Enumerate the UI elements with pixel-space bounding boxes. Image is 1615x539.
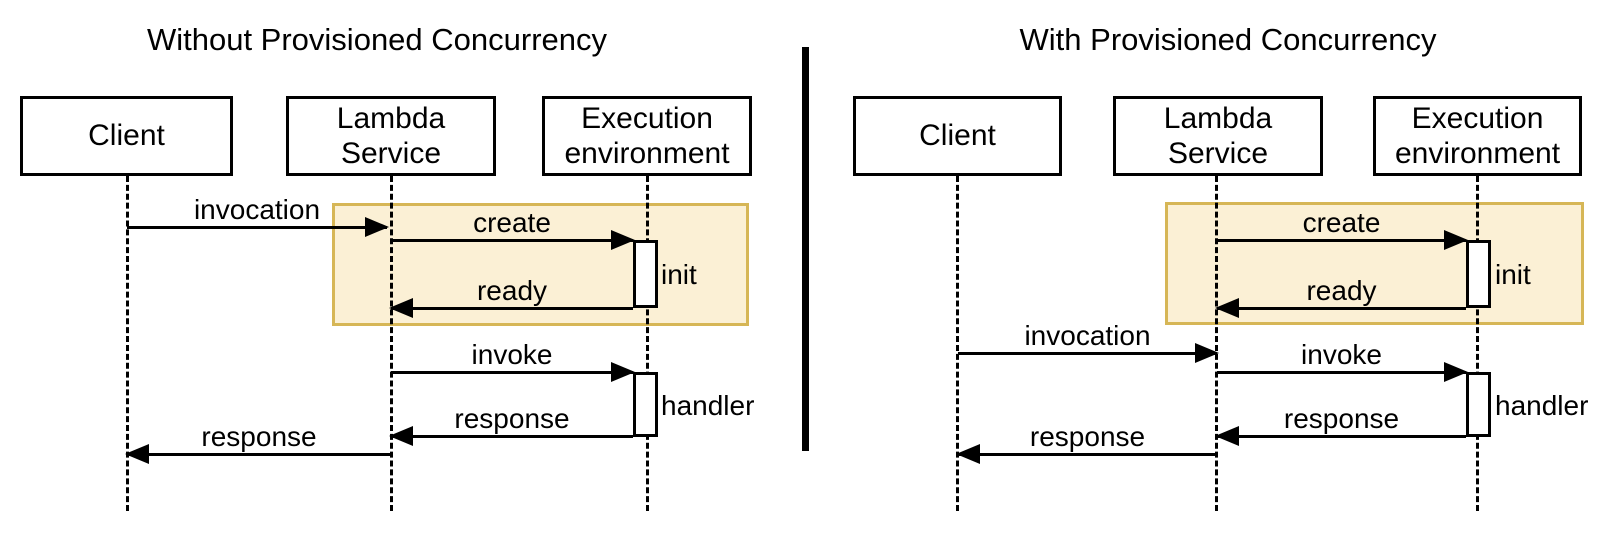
actor-label: Client (919, 119, 996, 153)
arrow-line (391, 370, 633, 374)
actor-label: Client (88, 119, 165, 153)
arrowhead-icon (1195, 343, 1219, 363)
message-label: ready (476, 275, 548, 306)
message-label: response (454, 403, 570, 434)
arrow-line (391, 238, 633, 242)
message-label: response (201, 421, 317, 452)
message-label: response (1283, 403, 1400, 434)
arrow-line (391, 306, 633, 310)
arrow-line (391, 434, 633, 438)
activation-handler-label: handler (1495, 390, 1589, 421)
diagram-title: With Provisioned Concurrency (1019, 22, 1437, 57)
arrowhead-icon (611, 230, 635, 250)
message-label: response (1029, 421, 1146, 452)
arrowhead-icon (389, 298, 413, 318)
arrow-line (1217, 306, 1466, 310)
diagram-title: Without Provisioned Concurrency (146, 22, 608, 57)
actor-client: Client (20, 96, 233, 176)
arrowhead-icon (365, 217, 389, 237)
actor-label: Execution environment (1394, 101, 1561, 170)
arrowhead-icon (125, 444, 149, 464)
message-label: create (1302, 207, 1381, 238)
activation-init-label: init (1495, 259, 1531, 290)
arrow-line (127, 452, 391, 456)
arrowhead-icon (1444, 230, 1468, 250)
panel-divider (802, 47, 809, 451)
arrowhead-icon (389, 426, 413, 446)
lifeline-execution-environment (646, 176, 649, 511)
arrowhead-icon (611, 362, 635, 382)
activation-handler-label: handler (661, 390, 755, 421)
arrow-line (958, 452, 1217, 456)
lifeline-client (956, 176, 959, 511)
arrow-line (958, 351, 1217, 355)
actor-execution-environment: Execution environment (542, 96, 752, 176)
arrow-line (1217, 434, 1466, 438)
lifeline-client (126, 176, 129, 511)
activation-init-label: init (661, 259, 697, 290)
actor-client: Client (853, 96, 1062, 176)
arrowhead-icon (1444, 362, 1468, 382)
arrowhead-icon (1215, 426, 1239, 446)
lifeline-execution-environment (1476, 176, 1479, 511)
message-label: invoke (1301, 339, 1382, 370)
actor-label: Execution environment (564, 101, 730, 170)
message-label: invoke (471, 339, 553, 370)
arrow-line (127, 225, 387, 229)
message-label: ready (1306, 275, 1377, 306)
activation-init (633, 240, 658, 308)
actor-execution-environment: Execution environment (1373, 96, 1582, 176)
arrowhead-icon (1215, 298, 1239, 318)
activation-handler (633, 372, 658, 437)
activation-init (1466, 240, 1491, 308)
arrowhead-icon (956, 444, 980, 464)
arrow-line (1217, 238, 1466, 242)
actor-lambda-service: Lambda Service (286, 96, 496, 176)
arrow-line (1217, 370, 1466, 374)
message-label: invocation (193, 194, 321, 225)
message-label: create (473, 207, 551, 238)
actor-label: Lambda Service (336, 101, 446, 170)
without-pc-diagram: Without Provisioned Concurrency Client L… (0, 0, 800, 539)
actor-lambda-service: Lambda Service (1113, 96, 1323, 176)
lifeline-lambda-service (390, 176, 393, 511)
with-pc-diagram: With Provisioned Concurrency Client Lamb… (809, 0, 1615, 539)
activation-handler (1466, 372, 1491, 437)
actor-label: Lambda Service (1163, 101, 1273, 170)
message-label: invocation (1024, 320, 1151, 351)
